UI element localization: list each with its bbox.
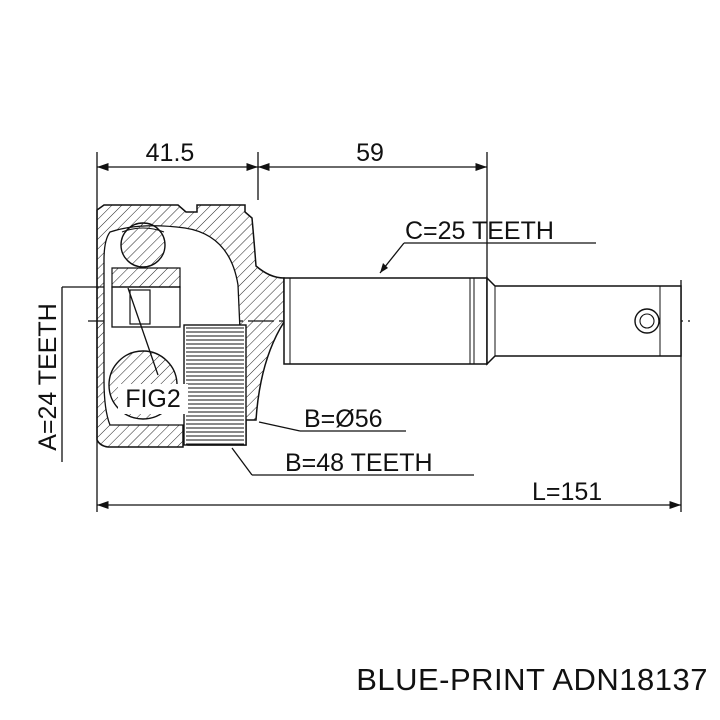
shaft-spline-section xyxy=(283,277,488,365)
spline-c-teeth-label: C=25 TEETH xyxy=(405,217,554,245)
cage-window xyxy=(129,289,151,325)
tone-ring-teeth-label: B=48 TEETH xyxy=(285,449,433,477)
diameter-b-label: B=Ø56 xyxy=(304,405,383,433)
dimension-41-5-label: 41.5 xyxy=(146,139,195,167)
length-l-label: L=151 xyxy=(532,478,602,506)
abs-tone-ring xyxy=(183,324,247,446)
inner-race xyxy=(111,267,181,288)
ball-race-line xyxy=(121,227,165,233)
dimension-59-label: 59 xyxy=(356,139,384,167)
fig2-leader-line xyxy=(127,287,159,376)
spline-c-arrowhead xyxy=(380,263,388,273)
fig2-label: FIG2 xyxy=(125,385,181,413)
cotter-pin-hole-inner xyxy=(639,313,655,329)
part-number-label: BLUE-PRINT ADN18137 xyxy=(356,662,708,697)
upper-ball xyxy=(120,222,166,268)
spline-a-teeth-label: A=24 TEETH xyxy=(34,303,62,451)
fig2-label-box xyxy=(118,384,188,414)
